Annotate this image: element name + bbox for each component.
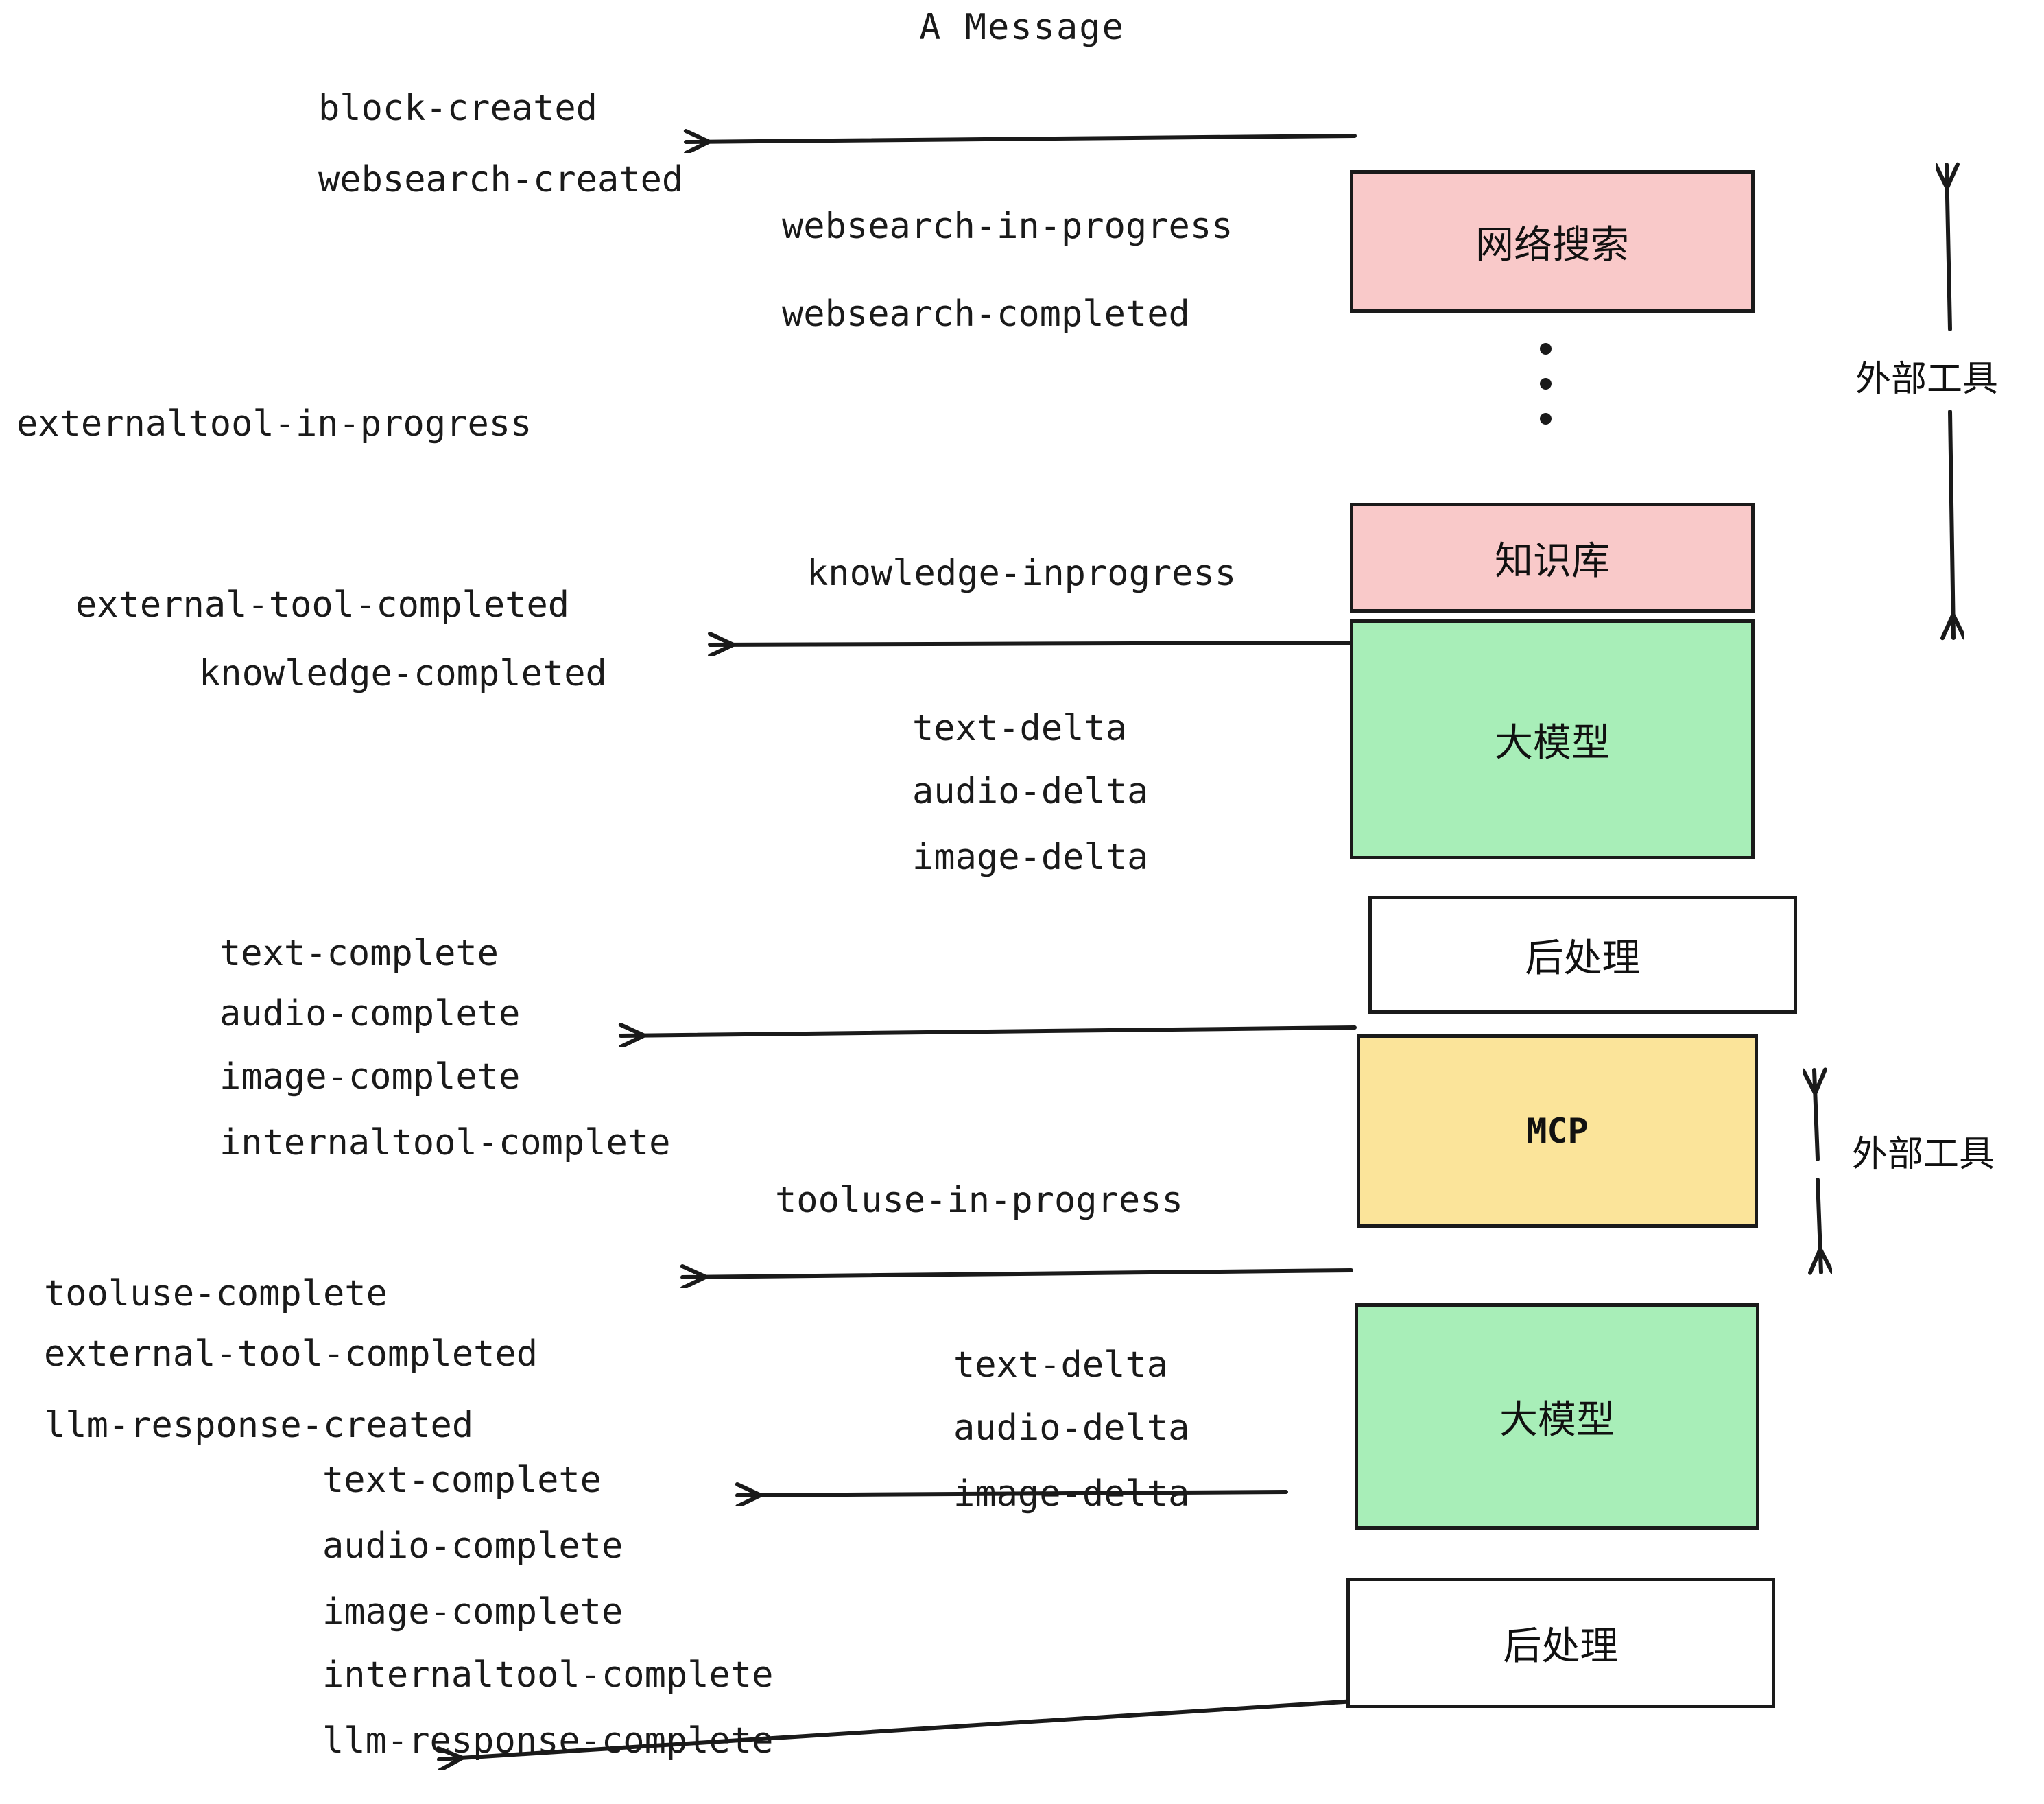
event-label: tooluse-complete [44, 1273, 388, 1314]
arrow-external-tool-bottom-up [1814, 1070, 1818, 1161]
event-label: knowledge-completed [199, 653, 607, 694]
process-box-mcp[interactable]: MCP [1357, 1034, 1758, 1228]
event-label: websearch-created [318, 159, 684, 200]
event-label: external-tool-completed [75, 584, 570, 626]
dot [1540, 343, 1552, 355]
event-label: image-complete [322, 1591, 623, 1633]
event-label: external-tool-completed [44, 1333, 538, 1375]
event-label: audio-complete [219, 993, 521, 1034]
event-label: text-delta [953, 1344, 1169, 1386]
process-box-knowledge[interactable]: 知识库 [1350, 503, 1755, 613]
process-box-label: 大模型 [1495, 720, 1610, 765]
arrow-external-tool-bottom-down [1818, 1178, 1821, 1272]
process-box-label: 后处理 [1503, 1624, 1619, 1669]
dot [1540, 378, 1552, 390]
process-box-llm-2[interactable]: 大模型 [1355, 1303, 1759, 1530]
event-label: llm-response-complete [322, 1720, 774, 1761]
process-box-llm-1[interactable]: 大模型 [1350, 619, 1755, 859]
event-label: audio-delta [912, 771, 1149, 812]
process-box-websearch[interactable]: 网络搜索 [1350, 170, 1755, 313]
arrow-knowledge-completed [710, 643, 1353, 645]
event-label: audio-complete [322, 1526, 623, 1567]
event-label: websearch-completed [782, 294, 1190, 335]
event-label: websearch-in-progress [782, 206, 1233, 247]
dot [1540, 413, 1552, 425]
page-title: A Message [919, 7, 1125, 48]
event-label: image-complete [219, 1056, 521, 1097]
external-tool-label-top: 外部工具 [1855, 359, 1999, 400]
process-box-label: 网络搜索 [1475, 222, 1629, 268]
event-label: text-complete [219, 933, 499, 974]
process-box-label: MCP [1526, 1111, 1589, 1151]
arrow-image-complete [621, 1028, 1357, 1036]
process-box-label: 知识库 [1495, 538, 1610, 584]
event-label: text-delta [912, 708, 1128, 749]
process-box-label: 大模型 [1499, 1397, 1615, 1443]
external-tool-label-bottom: 外部工具 [1852, 1134, 1995, 1175]
arrow-block-created [686, 136, 1357, 142]
ellipsis-dots [1540, 343, 1552, 425]
event-label: image-delta [953, 1473, 1190, 1515]
event-label: internaltool-complete [322, 1654, 774, 1696]
event-label: tooluse-in-progress [775, 1180, 1183, 1221]
event-label: llm-response-created [44, 1405, 474, 1446]
process-box-postprocess-1[interactable]: 后处理 [1368, 896, 1797, 1014]
event-label: externaltool-in-progress [16, 403, 532, 444]
arrow-tooluse-complete [682, 1270, 1353, 1277]
process-box-postprocess-2[interactable]: 后处理 [1346, 1578, 1775, 1708]
event-label: text-complete [322, 1460, 602, 1501]
event-label: internaltool-complete [219, 1122, 671, 1163]
event-label: knowledge-inprogress [807, 553, 1237, 594]
event-label: image-delta [912, 837, 1149, 878]
process-box-label: 后处理 [1525, 936, 1641, 981]
arrow-external-tool-top-up [1947, 165, 1950, 331]
event-label: block-created [318, 88, 597, 129]
event-label: audio-delta [953, 1408, 1190, 1449]
arrow-external-tool-top-down [1950, 410, 1953, 638]
